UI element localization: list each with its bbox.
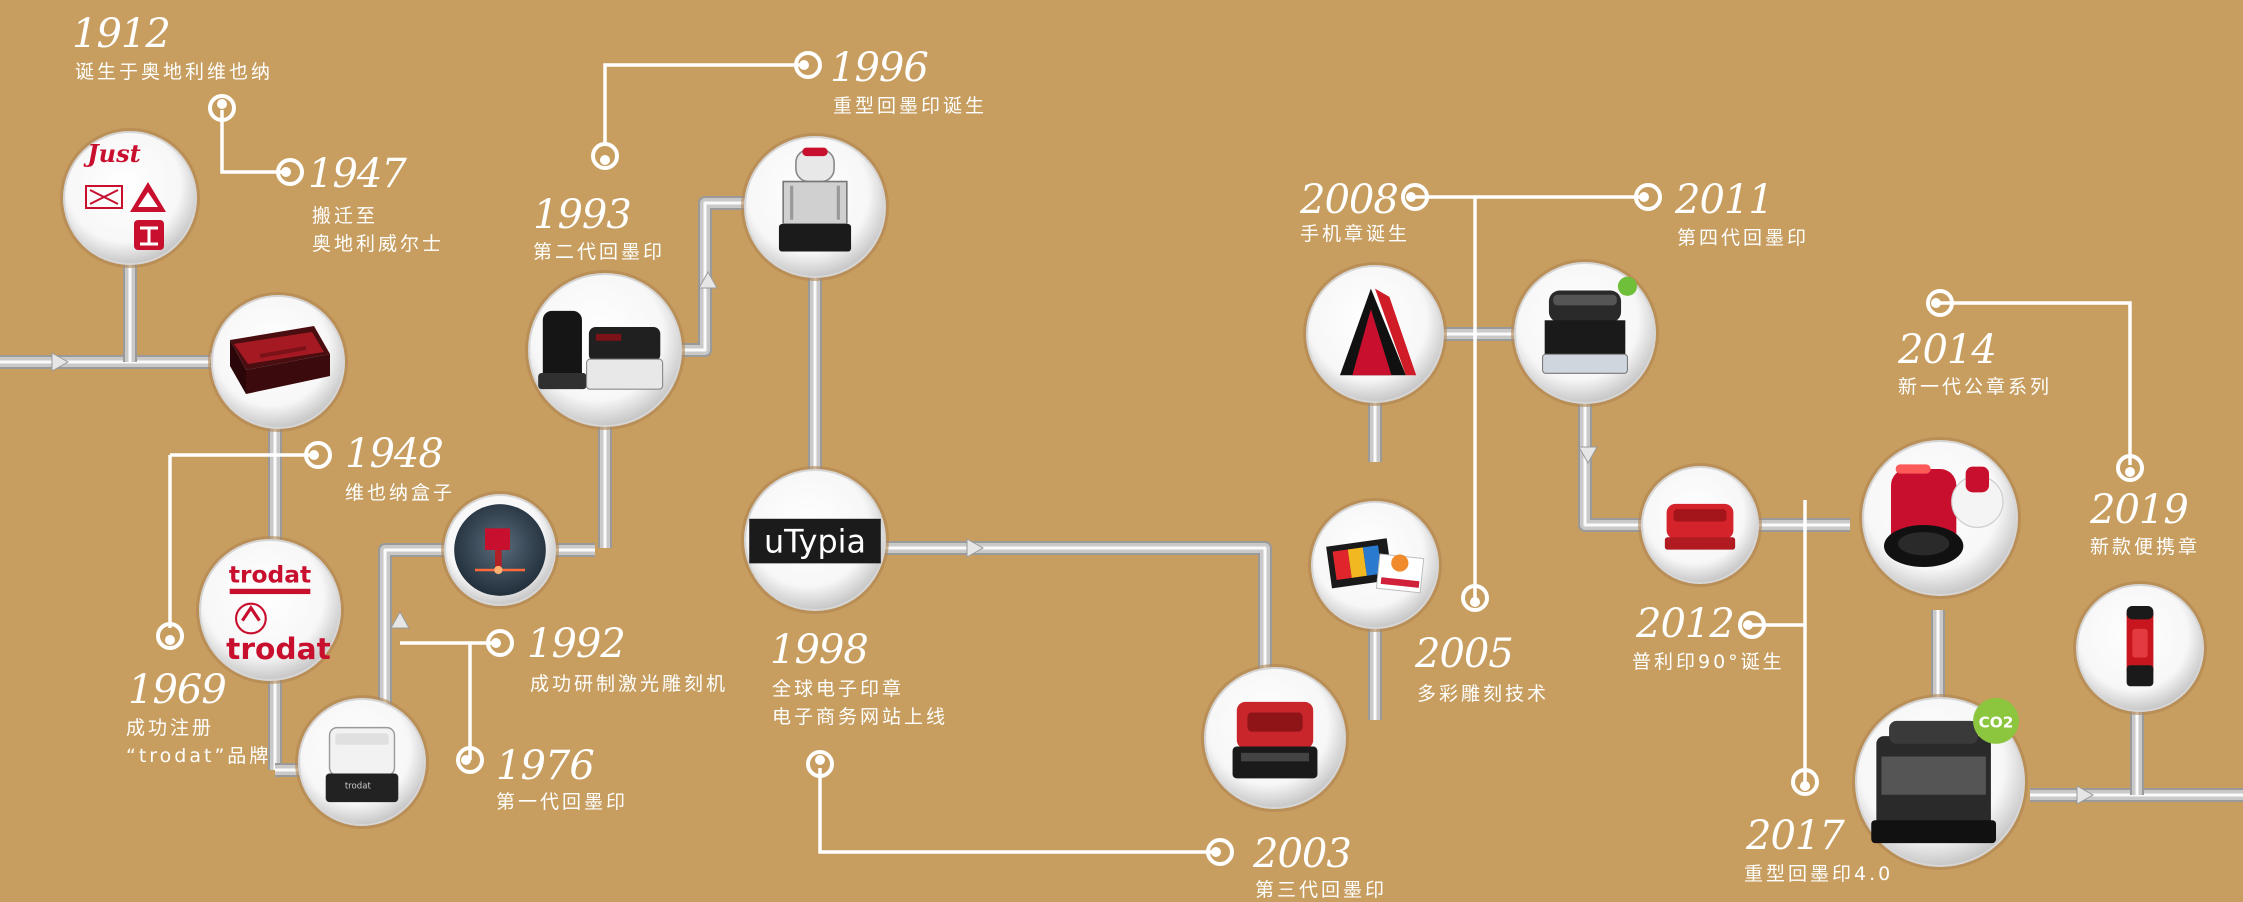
event-description-1992: 成功研制激光雕刻机 — [530, 670, 728, 698]
svg-text:CO2: CO2 — [1979, 713, 2014, 731]
svg-text:trodat: trodat — [229, 560, 311, 588]
svg-text:Just: Just — [83, 139, 140, 168]
product-node-2008 — [1303, 262, 1447, 406]
product-node-1976: trodat — [295, 695, 429, 829]
event-description-1998: 全球电子印章电子商务网站上线 — [772, 675, 948, 731]
event-description-line: “trodat”品牌 — [126, 742, 271, 770]
event-description-2003: 第三代回墨印 — [1255, 876, 1387, 902]
svg-text:trodat: trodat — [226, 632, 331, 667]
event-description-1969: 成功注册“trodat”品牌 — [126, 714, 271, 770]
event-description-1947: 搬迁至奥地利威尔士 — [312, 202, 444, 258]
printy-90-stamp-icon — [1665, 504, 1735, 550]
product-node-2017: CO2 — [1852, 694, 2028, 870]
year-label-1996: 1996 — [830, 46, 928, 90]
year-label-1947: 1947 — [308, 152, 406, 196]
product-node-1912: Just — [60, 128, 200, 268]
svg-text:trodat: trodat — [345, 782, 372, 792]
year-label-2008: 2008 — [1300, 178, 1398, 222]
fourth-gen-stamp-icon — [1543, 277, 1637, 374]
event-description-line: 第一代回墨印 — [496, 788, 628, 816]
event-description-line: 全球电子印章 — [772, 675, 948, 703]
product-node-2003 — [1201, 664, 1349, 812]
laser-engraver-icon — [454, 504, 546, 596]
year-label-2017: 2017 — [1746, 814, 1844, 858]
event-description-2019: 新款便携章 — [2090, 533, 2200, 561]
utypia-logo-icon: uTypia — [749, 519, 881, 564]
event-description-line: 重型回墨印4.0 — [1744, 860, 1893, 888]
event-description-line: 奥地利威尔士 — [312, 230, 444, 258]
year-label-2014: 2014 — [1898, 328, 1996, 372]
product-node-2005 — [1308, 498, 1442, 632]
year-label-1998: 1998 — [770, 628, 868, 672]
product-node-1993 — [525, 270, 685, 430]
year-label-2019: 2019 — [2090, 488, 2188, 532]
event-description-2011: 第四代回墨印 — [1677, 224, 1809, 252]
pocket-stamp-icon — [2127, 606, 2154, 686]
event-description-1976: 第一代回墨印 — [496, 788, 628, 816]
self-inking-stamp-icon: trodat — [326, 728, 399, 802]
event-description-line: 成功研制激光雕刻机 — [530, 670, 728, 698]
year-label-2012: 2012 — [1636, 602, 1734, 646]
year-label-1912: 1912 — [72, 12, 170, 56]
year-label-1993: 1993 — [533, 193, 631, 237]
event-description-line: 第四代回墨印 — [1677, 224, 1809, 252]
event-description-line: 成功注册 — [126, 714, 271, 742]
event-description-line: 第三代回墨印 — [1255, 876, 1387, 902]
event-description-1912: 诞生于奥地利维也纳 — [75, 58, 273, 86]
product-node-1948 — [208, 292, 348, 432]
event-description-2008: 手机章诞生 — [1300, 220, 1410, 248]
event-description-line: 维也纳盒子 — [345, 479, 455, 507]
event-description-1948: 维也纳盒子 — [345, 479, 455, 507]
event-description-line: 搬迁至 — [312, 202, 444, 230]
year-label-1948: 1948 — [345, 432, 443, 476]
year-label-1992: 1992 — [527, 622, 625, 666]
event-description-1993: 第二代回墨印 — [533, 238, 665, 266]
product-node-1969: trodat trodat — [196, 536, 344, 684]
product-node-2012 — [1638, 463, 1762, 587]
product-node-1996 — [741, 133, 889, 281]
product-node-2011 — [1511, 259, 1659, 407]
product-node-1992 — [441, 491, 559, 609]
event-description-line: 诞生于奥地利维也纳 — [75, 58, 273, 86]
product-node-2014 — [1859, 437, 2021, 599]
year-label-1969: 1969 — [128, 668, 226, 712]
event-description-line: 多彩雕刻技术 — [1417, 680, 1549, 708]
year-label-2011: 2011 — [1675, 178, 1773, 222]
year-label-2005: 2005 — [1415, 632, 1513, 676]
red-stamp-icon — [1233, 702, 1318, 778]
event-description-1996: 重型回墨印诞生 — [833, 92, 987, 120]
event-description-2017: 重型回墨印4.0 — [1744, 860, 1893, 888]
event-description-line: 手机章诞生 — [1300, 220, 1410, 248]
product-node-2019 — [2073, 581, 2207, 715]
event-description-line: 普利印90°诞生 — [1632, 648, 1785, 676]
event-description-line: 新款便携章 — [2090, 533, 2200, 561]
event-description-line: 新一代公章系列 — [1898, 373, 2052, 401]
product-node-1998: uTypia — [741, 466, 889, 614]
year-label-2003: 2003 — [1253, 832, 1351, 876]
event-description-2014: 新一代公章系列 — [1898, 373, 2052, 401]
year-label-1976: 1976 — [496, 744, 594, 788]
event-description-line: 第二代回墨印 — [533, 238, 665, 266]
event-description-line: 电子商务网站上线 — [772, 703, 948, 731]
event-description-line: 重型回墨印诞生 — [833, 92, 987, 120]
event-description-2012: 普利印90°诞生 — [1632, 648, 1785, 676]
svg-text:uTypia: uTypia — [764, 523, 866, 561]
event-description-2005: 多彩雕刻技术 — [1417, 680, 1549, 708]
